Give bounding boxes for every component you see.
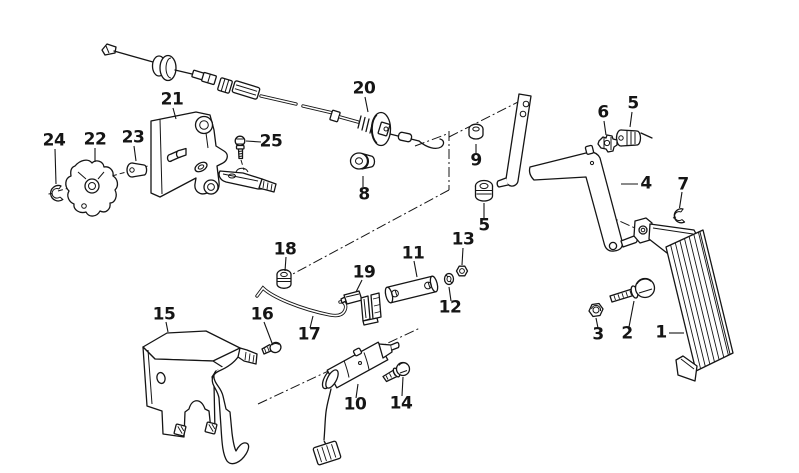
part-number-label: 3 bbox=[592, 324, 604, 345]
lever-4 bbox=[528, 132, 653, 252]
pedal-arm-strap bbox=[496, 93, 532, 188]
bushing-23 bbox=[126, 162, 148, 178]
bolt-2 bbox=[609, 277, 656, 303]
part-number-label: 25 bbox=[259, 131, 283, 152]
part-number-label: 10 bbox=[343, 394, 367, 415]
cam-22 bbox=[65, 159, 119, 217]
part-number-label: 2 bbox=[621, 323, 633, 344]
bushing-5-middle bbox=[474, 179, 494, 202]
nut-13 bbox=[455, 265, 469, 277]
e-clip-7 bbox=[672, 208, 686, 224]
washer-9 bbox=[468, 123, 484, 140]
cover-bracket-15 bbox=[142, 330, 258, 465]
part-number-label: 13 bbox=[451, 229, 475, 250]
cable-end-fitting-20 bbox=[357, 111, 445, 149]
throttle-cable-assembly bbox=[101, 43, 360, 124]
bushing-5-upper bbox=[615, 129, 642, 147]
actuator-10 bbox=[312, 341, 400, 466]
part-number-label: 18 bbox=[273, 239, 297, 260]
part-number-label: 12 bbox=[438, 297, 462, 318]
e-clip-24 bbox=[48, 184, 64, 202]
accelerator-pedal-1 bbox=[633, 217, 734, 382]
part-number-label: 23 bbox=[121, 127, 145, 148]
part-number-label: 4 bbox=[640, 173, 652, 194]
part-number-label: 22 bbox=[83, 129, 107, 150]
washer-12 bbox=[443, 272, 455, 286]
clip-nut-6 bbox=[597, 134, 618, 153]
part-number-label: 24 bbox=[42, 130, 66, 151]
part-number-label: 7 bbox=[677, 174, 689, 195]
bushing-18 bbox=[276, 269, 292, 289]
part-number-label: 17 bbox=[297, 324, 321, 345]
relay-rod-17 bbox=[255, 285, 348, 318]
part-number-label: 14 bbox=[389, 393, 413, 414]
guide-tube-11 bbox=[384, 275, 439, 304]
part-number-label: 5 bbox=[627, 93, 639, 114]
part-number-label: 5 bbox=[478, 215, 490, 236]
part-number-label: 6 bbox=[597, 102, 609, 123]
grommet-8 bbox=[349, 152, 376, 170]
bolt-14 bbox=[382, 361, 411, 383]
rod-holder-19 bbox=[340, 290, 382, 326]
stop-plate bbox=[218, 167, 277, 193]
screw-25 bbox=[234, 135, 246, 160]
part-number-label: 15 bbox=[152, 304, 176, 325]
bolt-16 bbox=[261, 341, 282, 355]
part-number-label: 9 bbox=[470, 150, 482, 171]
part-number-label: 1 bbox=[655, 322, 667, 343]
part-number-label: 16 bbox=[250, 304, 274, 325]
support-bracket-21 bbox=[150, 111, 228, 198]
part-number-label: 8 bbox=[358, 184, 370, 205]
part-number-label: 19 bbox=[352, 262, 376, 283]
part-number-label: 11 bbox=[401, 243, 425, 264]
nut-3 bbox=[588, 302, 604, 318]
part-number-label: 20 bbox=[352, 78, 376, 99]
part-number-label: 21 bbox=[160, 89, 184, 110]
leader-lines bbox=[54, 96, 684, 399]
